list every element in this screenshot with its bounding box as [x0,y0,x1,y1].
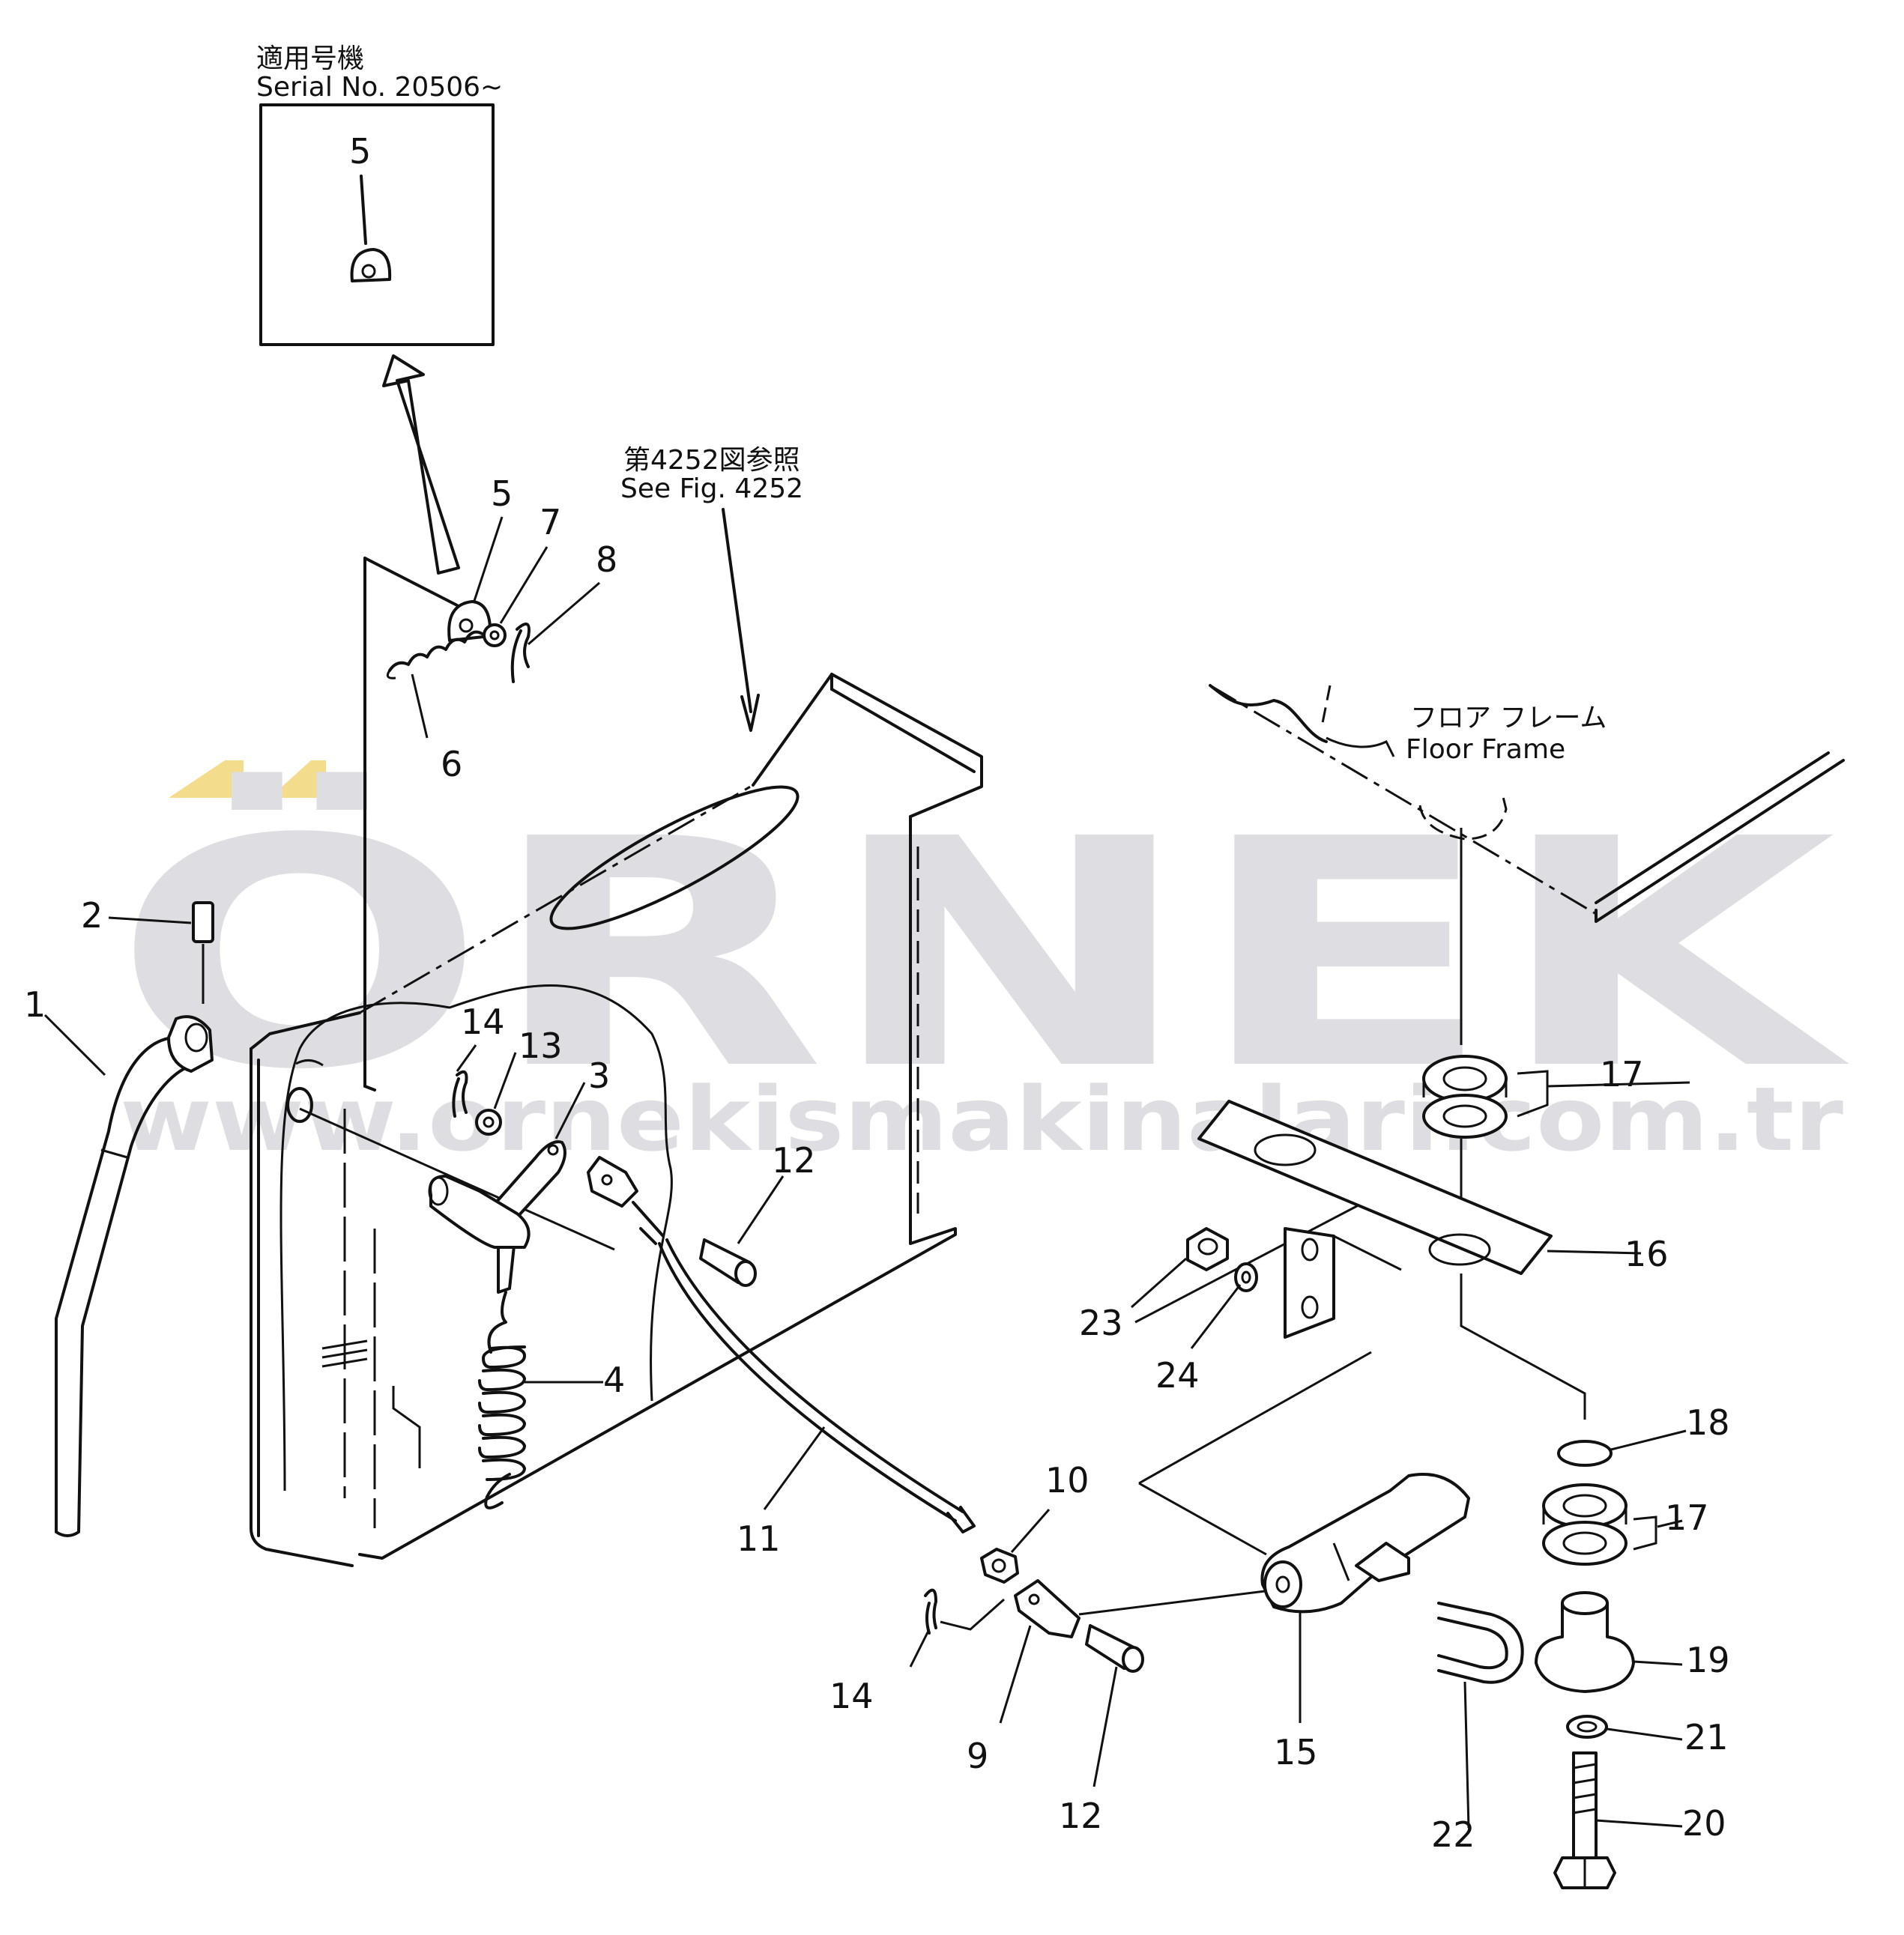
callout-24: 24 [1155,1355,1200,1396]
washer-7 [483,623,507,647]
callout-11: 11 [737,1518,781,1559]
watermark: ÖRNEK www.ornekismakinalari.com.tr [112,760,1852,1171]
watermark-accent-mark [169,760,244,798]
callout-21: 21 [1684,1717,1729,1757]
lever-3 [478,1140,566,1294]
o-ring-18 [1557,1440,1613,1467]
floor-frame-note-en: Floor Frame [1406,734,1565,765]
watermark-brand: ÖRNEK [112,769,1852,1139]
spacer-19 [1535,1602,1635,1693]
parts-3-13-14-linkage [428,1070,566,1294]
callout-12b: 12 [1059,1796,1103,1836]
part-15-actuator [1134,1197,1470,1614]
cotter-8 [510,623,531,683]
part-2-pin [192,901,214,1004]
callout-3: 3 [588,1056,610,1096]
cotter-14 [452,1070,468,1118]
frame-plate [250,557,983,1567]
cotter-14b [924,1588,937,1635]
callout-15: 15 [1274,1732,1318,1772]
callout-12: 12 [772,1140,816,1181]
callout-22: 22 [1431,1814,1475,1855]
nut-23 [1186,1227,1229,1271]
callout-10: 10 [1045,1460,1089,1501]
inset-note-jp: 適用号機 [256,43,364,74]
callout-20: 20 [1682,1803,1726,1844]
callout-1: 1 [24,984,46,1025]
callout-5-inset: 5 [349,131,371,172]
plate-slot [549,785,800,930]
part-11-rod [587,1156,976,1533]
leader-lines [43,516,1690,1829]
callout-4: 4 [603,1360,625,1400]
part-4-spring [478,1291,526,1509]
callout-14b: 14 [829,1676,874,1716]
parts-5-8-cluster [386,600,531,683]
washer-13 [475,1109,502,1136]
see-fig-note-jp: 第4252図参照 [623,445,800,476]
callout-17b: 17 [1665,1498,1709,1538]
part-1-lever [55,1015,214,1537]
callout-7: 7 [540,502,561,542]
clevis-9 [1014,1579,1081,1638]
direction-arrow [382,354,460,575]
callout-labels: 1 2 3 4 5 5 6 7 8 9 10 11 12 12 13 14 14… [24,131,1730,1855]
callout-9: 9 [967,1736,988,1776]
washer-24 [1234,1262,1258,1292]
part-12-pins [699,1238,1144,1673]
floor-frame [1209,684,1845,1045]
callout-8: 8 [596,539,617,580]
bolt-20 [1572,1751,1598,1859]
lever-boss [167,1015,214,1073]
callout-17: 17 [1600,1054,1644,1094]
inset-note-en: Serial No. 20506~ [256,72,503,103]
callout-18: 18 [1686,1402,1730,1443]
inset-frame [259,103,495,346]
see-fig-note-en: See Fig. 4252 [620,473,803,504]
rod-clevis-top [587,1156,638,1208]
callout-23: 23 [1079,1303,1123,1343]
washer-21 [1566,1715,1608,1739]
parts-17-21-stack [1535,1440,1657,1889]
callout-6: 6 [441,744,462,784]
floor-frame-note-jp: フロア フレーム [1410,703,1607,733]
parts-16-17-23-24 [1186,1055,1586,1420]
watermark-accent-mark [270,760,326,798]
nut-10 [980,1548,1019,1584]
serial-inset: 適用号機 Serial No. 20506~ [256,43,503,346]
part-22-u-bolt [1437,1602,1524,1684]
watermark-url: www.ornekismakinalari.com.tr [120,1068,1843,1171]
callout-5: 5 [491,473,513,514]
callout-16: 16 [1625,1234,1669,1274]
callout-19: 19 [1686,1640,1730,1680]
parts-9-10-14-lower [924,1548,1290,1638]
callout-13: 13 [519,1026,563,1066]
callout-2: 2 [81,895,103,936]
spring-6 [388,630,485,672]
callout-14: 14 [461,1002,505,1042]
